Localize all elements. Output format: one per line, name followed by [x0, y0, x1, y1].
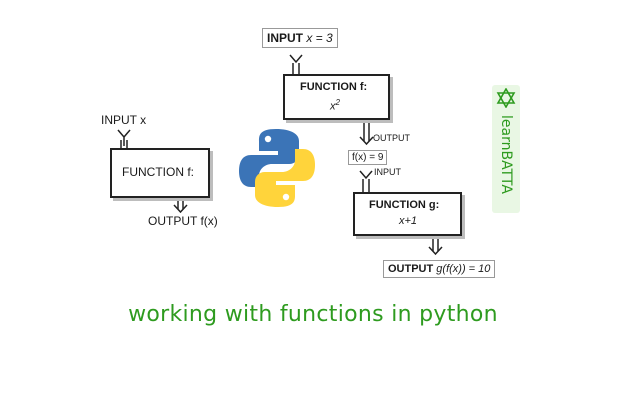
function-g-label: FUNCTION g:	[369, 199, 440, 211]
brand-text: learnBATTA	[498, 115, 514, 194]
left-output-connector	[173, 196, 188, 214]
function-f-expr: x2	[330, 98, 340, 113]
left-input-connector	[117, 129, 131, 148]
caption-title: working with functions in python	[128, 302, 498, 327]
python-logo	[239, 129, 315, 207]
g-input-connector	[359, 170, 373, 192]
right-input-connector	[289, 54, 303, 74]
function-f-exponent: 2	[335, 98, 340, 107]
final-output-tag: OUTPUT g(f(x)) = 10	[383, 260, 496, 278]
function-g-box: FUNCTION g: x+1	[353, 192, 462, 236]
g-input-label: INPUT	[374, 167, 401, 177]
f-output-label: OUTPUT	[373, 133, 410, 143]
function-f-box: FUNCTION f: x2	[283, 74, 390, 120]
left-output-label: OUTPUT f(x)	[148, 214, 218, 228]
function-f-label: FUNCTION f:	[300, 81, 368, 93]
f-output-connector	[359, 118, 374, 146]
final-output-prefix: OUTPUT	[388, 263, 434, 275]
mid-value-tag: f(x) = 9	[348, 150, 388, 165]
function-f-base: x	[330, 100, 336, 113]
right-input-tag: INPUT x = 3	[262, 28, 338, 48]
final-output-expr: g(f(x)) = 10	[436, 263, 491, 275]
left-function-label: FUNCTION f:	[122, 165, 194, 179]
star-of-david-icon	[496, 88, 516, 108]
left-input-label: INPUT x	[101, 113, 147, 127]
left-function-box: FUNCTION f:	[110, 148, 210, 198]
brand-badge: learnBATTA	[492, 85, 520, 213]
right-input-expr: x = 3	[306, 31, 333, 45]
g-output-connector	[428, 234, 443, 256]
right-input-prefix: INPUT	[267, 31, 303, 45]
function-g-expr: x+1	[399, 215, 418, 227]
